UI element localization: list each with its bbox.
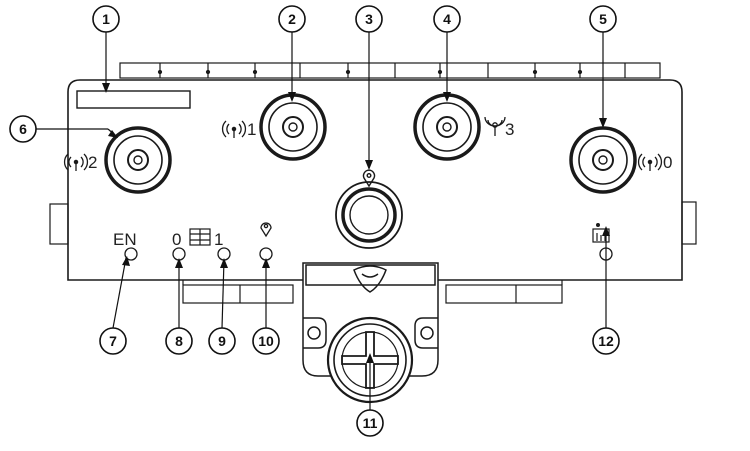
callout-number: 6 [19,121,27,137]
callout-number: 3 [365,11,373,27]
wifi-antenna-icon [63,153,89,171]
wifi-antenna-icon [221,120,247,138]
gps-pin-icon [260,222,272,238]
callout-number: 12 [598,333,614,349]
callout-11 [356,409,384,437]
sim-card-icon [189,228,211,246]
callout-number: 7 [109,333,117,349]
callout-number: 11 [363,415,378,431]
panel-body [67,79,683,281]
callout-3 [355,5,383,33]
callout-7 [99,327,127,355]
callout-circles [9,5,620,437]
antenna-connector-2[interactable] [104,126,172,194]
led-sim0-label: 0 [172,230,181,249]
wifi-antenna-icon [637,153,663,171]
callout-arrowheads [102,83,610,363]
callout-numbers: 1 2 3 4 5 6 7 8 9 10 11 12 [19,11,614,431]
callout-12 [592,327,620,355]
callout-5 [589,5,617,33]
wifi-antenna-icon [484,116,506,136]
antenna-connector-1[interactable] [259,93,327,161]
callout-1 [92,5,120,33]
callout-number: 1 [102,11,110,27]
callout-4 [433,5,461,33]
led-sim1-label: 1 [214,230,223,249]
callout-number: 4 [443,11,451,27]
led-en [124,247,138,261]
callout-number: 2 [288,11,296,27]
callout-leaders [36,32,607,410]
left-side-tab [49,203,69,245]
callout-number: 9 [218,333,226,349]
label-area [76,90,191,109]
top-ridge [119,62,661,79]
antenna-3-label: 3 [505,120,514,139]
bottom-tabs [182,280,563,304]
antenna-connector-0[interactable] [569,126,637,194]
right-side-tab [681,201,697,245]
callout-10 [252,327,280,355]
callout-number: 8 [175,333,183,349]
antenna-0-label: 0 [663,153,672,172]
callout-9 [208,327,236,355]
status-leds [124,247,613,261]
callout-6 [9,115,37,143]
antenna-2-label: 2 [88,153,97,172]
gps-pin-icon [362,169,376,188]
antenna-connector-3[interactable] [413,93,481,161]
led-en-label: EN [113,230,137,249]
gps-connector[interactable] [335,181,403,249]
callout-number: 10 [258,333,274,349]
antenna-1-label: 1 [247,120,256,139]
callout-number: 5 [599,11,607,27]
callout-2 [278,5,306,33]
callout-8 [165,327,193,355]
